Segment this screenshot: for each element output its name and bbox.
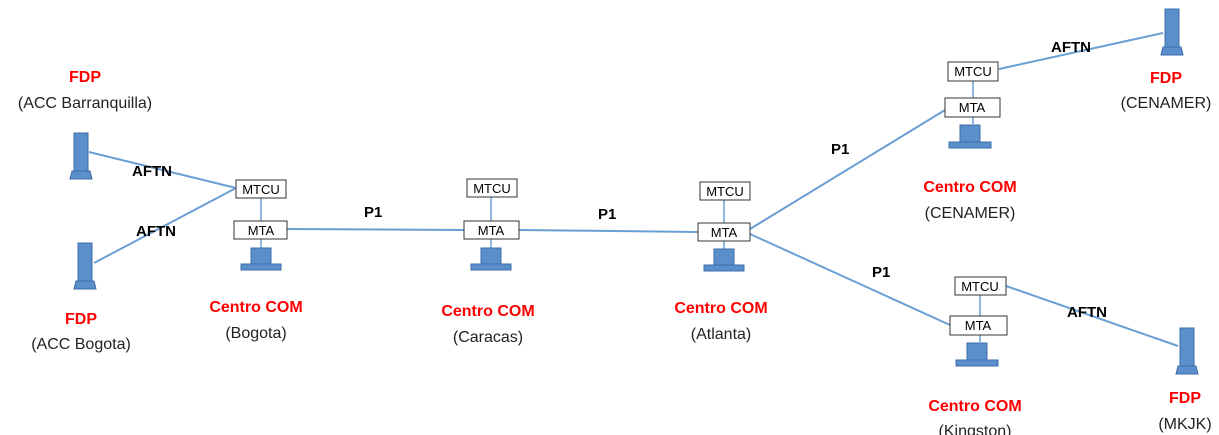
aftn-label-barranquilla: AFTN xyxy=(132,163,172,180)
computer-terminal-icon xyxy=(1160,8,1184,56)
com-subtitle-bogota: (Bogota) xyxy=(225,325,286,342)
com-title-bogota: Centro COM xyxy=(209,299,302,316)
workstation-icon xyxy=(948,124,992,149)
aftn-link-acc-bogota xyxy=(93,187,237,264)
fdp-title-acc-bogota: FDP xyxy=(65,311,97,328)
com-title-kingston: Centro COM xyxy=(928,398,1021,415)
mta-label-kingston: MTA xyxy=(965,318,992,333)
mtcu-label-kingston: MTCU xyxy=(961,279,999,294)
mta-box-kingston xyxy=(949,315,1008,336)
mtcu-label-atlanta: MTCU xyxy=(706,184,744,199)
mta-box-cenamer xyxy=(944,97,1001,118)
mtcu-label-bogota: MTCU xyxy=(242,182,280,197)
computer-terminal-icon xyxy=(1175,327,1199,375)
connection-lines xyxy=(88,32,1179,347)
mta-label-bogota: MTA xyxy=(248,223,275,238)
mtcu-box-kingston xyxy=(954,276,1007,296)
fdp-title-barranquilla: FDP xyxy=(69,69,101,86)
p1-link-atlanta-kingston xyxy=(749,233,951,326)
mta-box-atlanta xyxy=(697,222,751,242)
link-labels: AFTN AFTN P1 P1 P1 P1 AFTN AFTN xyxy=(132,39,1107,321)
com-title-cenamer: Centro COM xyxy=(923,179,1016,196)
fdp-terminal-icons xyxy=(69,8,1199,375)
fdp-title-cenamer: FDP xyxy=(1150,70,1182,87)
aftn-label-mkjk: AFTN xyxy=(1067,304,1107,321)
computer-terminal-icon xyxy=(69,132,93,180)
workstation-icon xyxy=(703,248,745,272)
p1-link-caracas-atlanta xyxy=(518,229,699,233)
p1-label-caracas-atlanta: P1 xyxy=(598,206,616,223)
mtcu-label-caracas: MTCU xyxy=(473,181,511,196)
workstation-icon xyxy=(240,247,282,271)
com-subtitle-cenamer: (CENAMER) xyxy=(925,205,1016,222)
com-subtitle-atlanta: (Atlanta) xyxy=(691,326,751,343)
mtcu-box-cenamer xyxy=(947,61,999,82)
workstation-icon xyxy=(955,342,999,367)
computer-terminal-icon xyxy=(73,242,97,290)
mta-label-atlanta: MTA xyxy=(711,225,738,240)
mta-label-caracas: MTA xyxy=(478,223,505,238)
aftn-link-cenamer xyxy=(998,32,1164,70)
fdp-subtitle-barranquilla: (ACC Barranquilla) xyxy=(18,95,152,112)
com-center-labels: Centro COM (Bogota) Centro COM (Caracas)… xyxy=(209,179,1021,435)
p1-link-atlanta-cenamer xyxy=(749,109,946,230)
aftn-link-mkjk xyxy=(1005,285,1179,347)
p1-link-bogota-caracas xyxy=(286,228,465,231)
p1-label-atlanta-cenamer: P1 xyxy=(831,141,849,158)
com-title-atlanta: Centro COM xyxy=(674,300,767,317)
aftn-label-acc-bogota: AFTN xyxy=(136,223,176,240)
fdp-subtitle-acc-bogota: (ACC Bogota) xyxy=(31,336,131,353)
com-title-caracas: Centro COM xyxy=(441,303,534,320)
mtcu-label-cenamer: MTCU xyxy=(954,64,992,79)
fdp-title-mkjk: FDP xyxy=(1169,390,1201,407)
mta-box-caracas xyxy=(463,220,520,240)
p1-label-bogota-caracas: P1 xyxy=(364,204,382,221)
fdp-subtitle-cenamer: (CENAMER) xyxy=(1121,95,1212,112)
workstation-icon xyxy=(470,247,512,271)
com-subtitle-kingston: (Kingston) xyxy=(939,423,1012,435)
node-boxes: MTCU MTA MTCU MTA MTCU MTA MTCU MTA MTCU… xyxy=(233,61,1008,336)
p1-label-atlanta-kingston: P1 xyxy=(872,264,890,281)
com-subtitle-caracas: (Caracas) xyxy=(453,329,523,346)
workstation-icons xyxy=(240,124,999,367)
aftn-link-barranquilla xyxy=(88,151,237,189)
fdp-subtitle-mkjk: (MKJK) xyxy=(1158,416,1211,433)
mtcu-box-caracas xyxy=(466,178,518,198)
mtcu-box-atlanta xyxy=(699,181,751,201)
aftn-label-cenamer: AFTN xyxy=(1051,39,1091,56)
mtcu-box-bogota xyxy=(235,179,287,199)
fdp-labels: FDP (ACC Barranquilla) FDP (ACC Bogota) … xyxy=(18,69,1212,433)
mta-label-cenamer: MTA xyxy=(959,100,986,115)
mta-box-bogota xyxy=(233,220,288,240)
